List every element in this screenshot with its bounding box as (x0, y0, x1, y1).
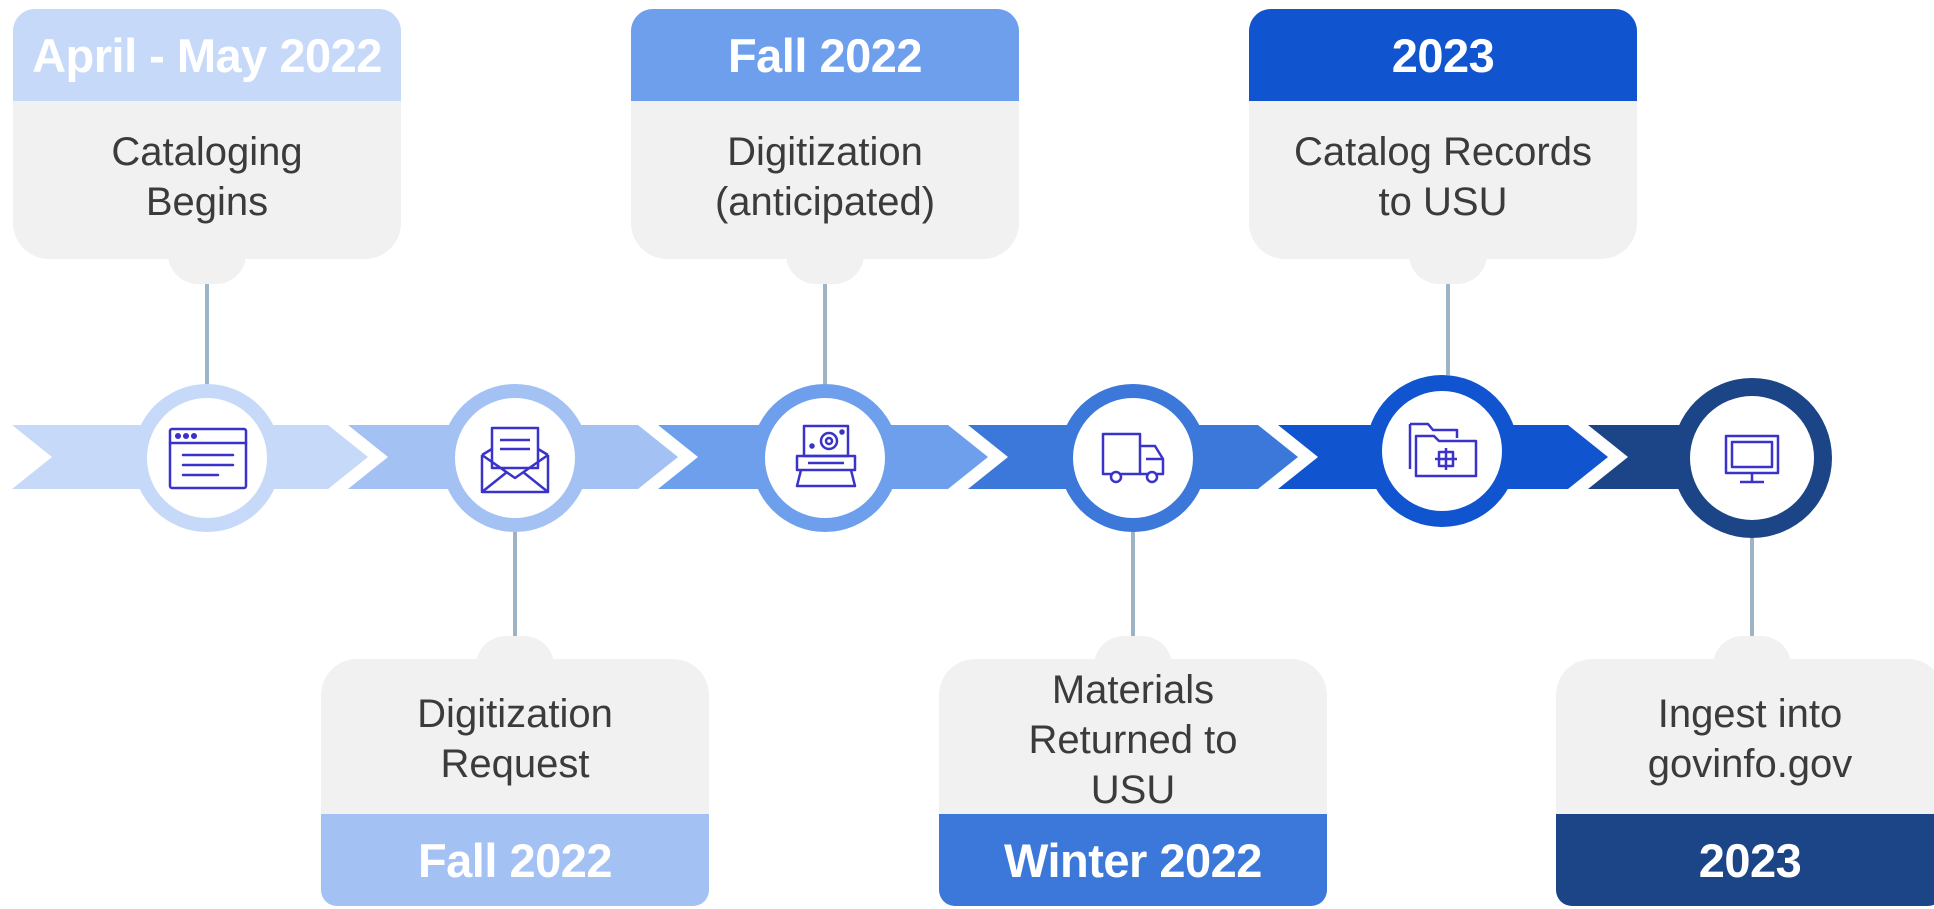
milestone-card-3: Fall 2022 Digitization (anticipated) (631, 9, 1019, 259)
milestone-card-1: April - May 2022 Cataloging Begins (13, 9, 401, 259)
scanner-icon (795, 424, 857, 488)
milestone-date: Winter 2022 (939, 814, 1327, 906)
folder-add-icon (1408, 422, 1478, 478)
connector-1 (205, 280, 209, 384)
connector-2 (513, 532, 517, 636)
connector-3 (823, 280, 827, 384)
milestone-date: Fall 2022 (631, 9, 1019, 101)
milestone-date: 2023 (1249, 9, 1637, 101)
milestone-card-2: Digitization Request Fall 2022 (321, 659, 709, 906)
milestone-label: Materials Returned to USU (1028, 668, 1238, 812)
truck-icon (1101, 432, 1165, 484)
connector-6 (1750, 538, 1754, 636)
milestone-label: Digitization (anticipated) (714, 130, 936, 224)
milestone-label: Digitization Request (417, 692, 613, 786)
milestone-date: Fall 2022 (321, 814, 709, 906)
milestone-card-5: 2023 Catalog Records to USU (1249, 9, 1637, 259)
milestone-label: Ingest into govinfo.gov (1647, 692, 1853, 786)
monitor-icon (1724, 434, 1780, 484)
milestone-card-6: Ingest into govinfo.gov 2023 (1556, 659, 1934, 906)
milestone-label: Cataloging Begins (111, 130, 303, 224)
connector-5 (1446, 280, 1450, 375)
milestone-card-4: Materials Returned to USU Winter 2022 (939, 659, 1327, 906)
connector-4 (1131, 532, 1135, 636)
milestone-date: 2023 (1556, 814, 1934, 906)
web-page-icon (168, 427, 248, 490)
milestone-label: Catalog Records to USU (1294, 130, 1592, 224)
milestone-date: April - May 2022 (13, 9, 401, 101)
envelope-letter-icon (480, 426, 550, 494)
